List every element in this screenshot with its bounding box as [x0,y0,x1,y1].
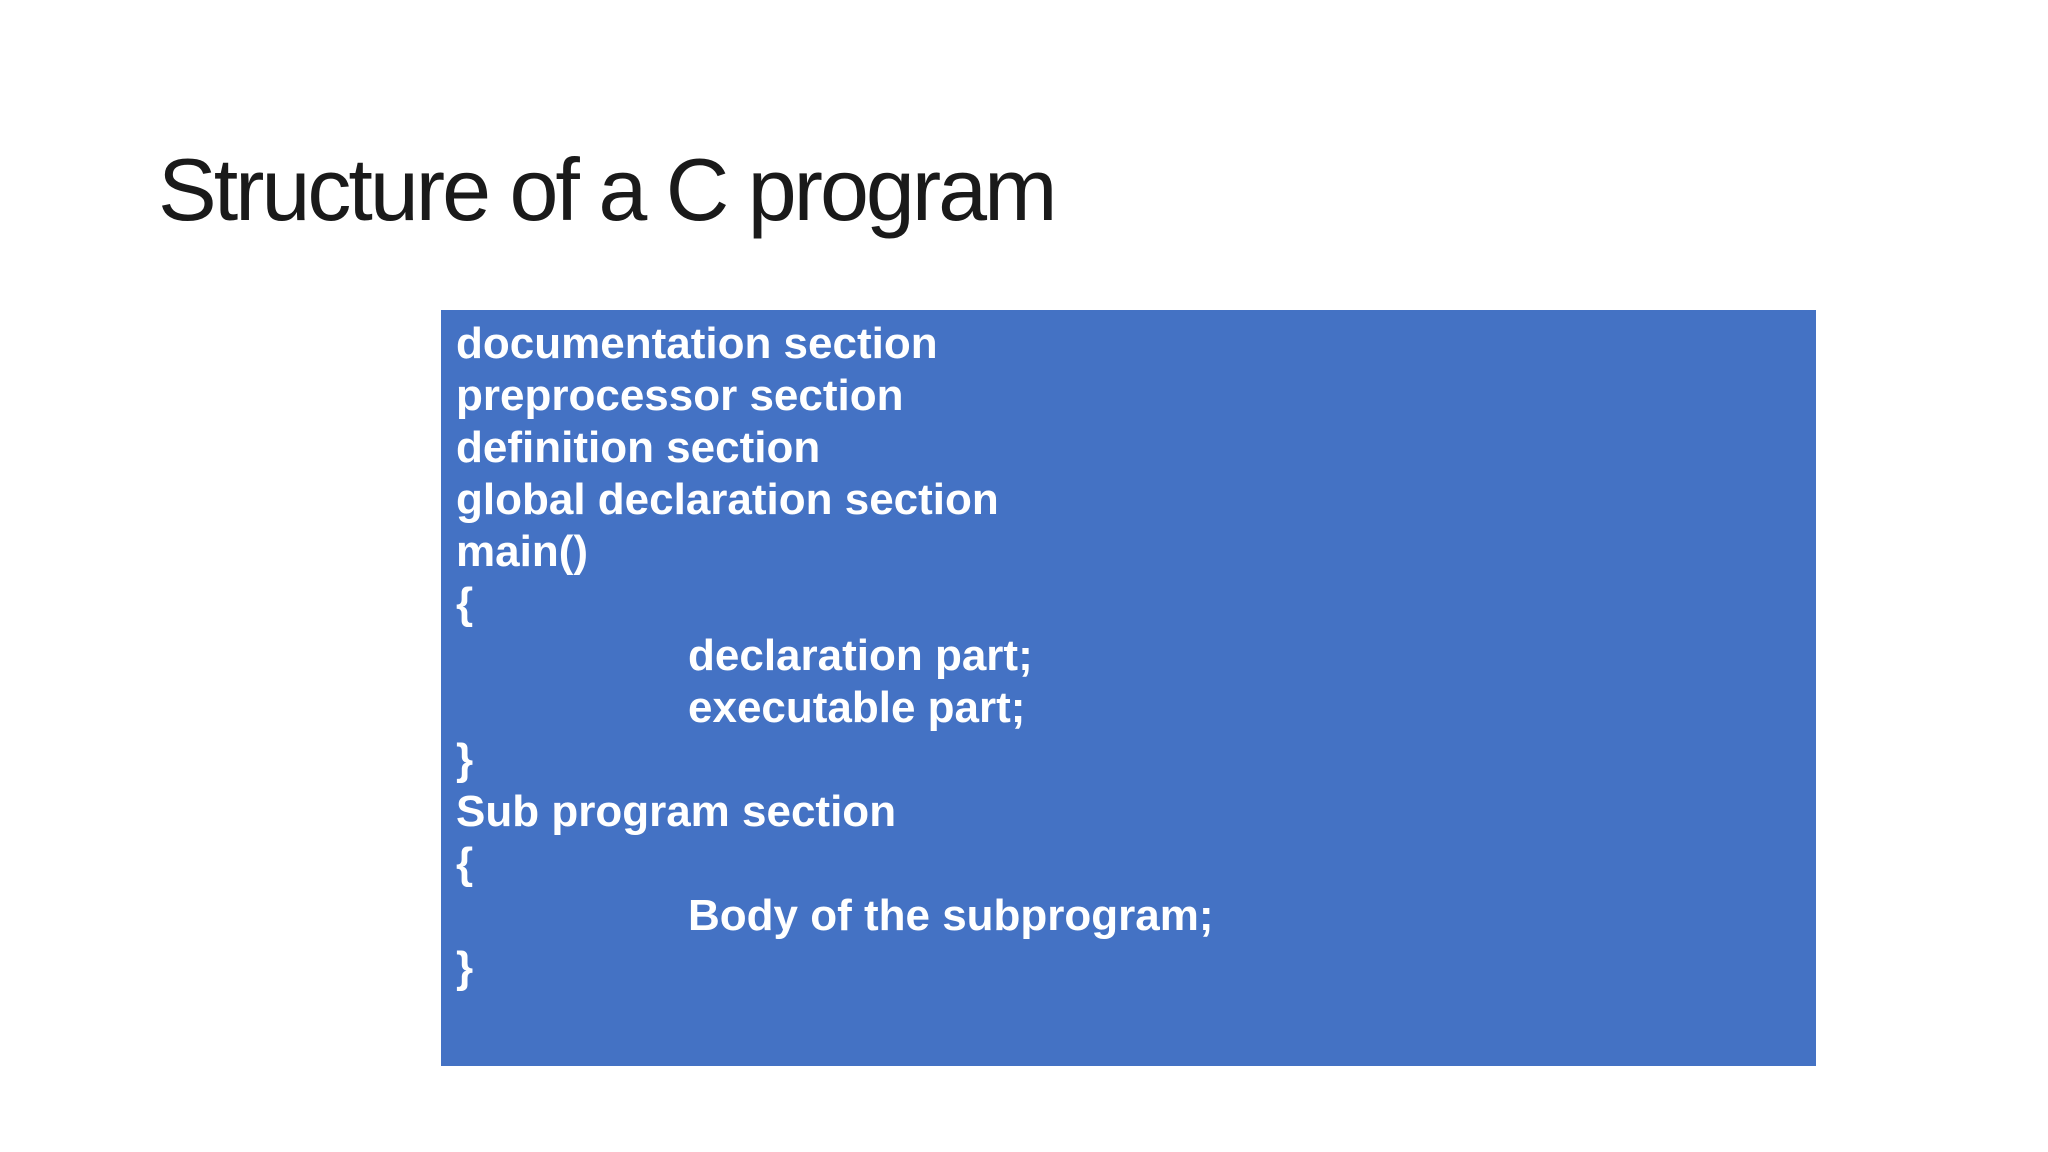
code-line-declaration-part: declaration part; [688,631,1033,680]
code-line-open-brace-sub: { [456,839,474,888]
code-line-close-brace-sub: } [456,943,474,992]
code-structure-box: documentation section preprocessor secti… [441,310,1816,1066]
code-lines: documentation section preprocessor secti… [456,318,1816,994]
code-line-body-of-subprogram: Body of the subprogram; [688,891,1214,940]
code-line-documentation-section: documentation section [456,319,938,368]
code-line-definition-section: definition section [456,423,821,472]
code-line-main: main() [456,527,588,576]
slide-title: Structure of a C program [158,140,1057,239]
code-line-open-brace-main: { [456,579,474,628]
code-line-sub-program-section: Sub program section [456,787,897,836]
code-line-preprocessor-section: preprocessor section [456,371,904,420]
code-line-global-declaration-section: global declaration section [456,475,999,524]
code-line-executable-part: executable part; [688,683,1026,732]
code-line-close-brace-main: } [456,735,474,784]
